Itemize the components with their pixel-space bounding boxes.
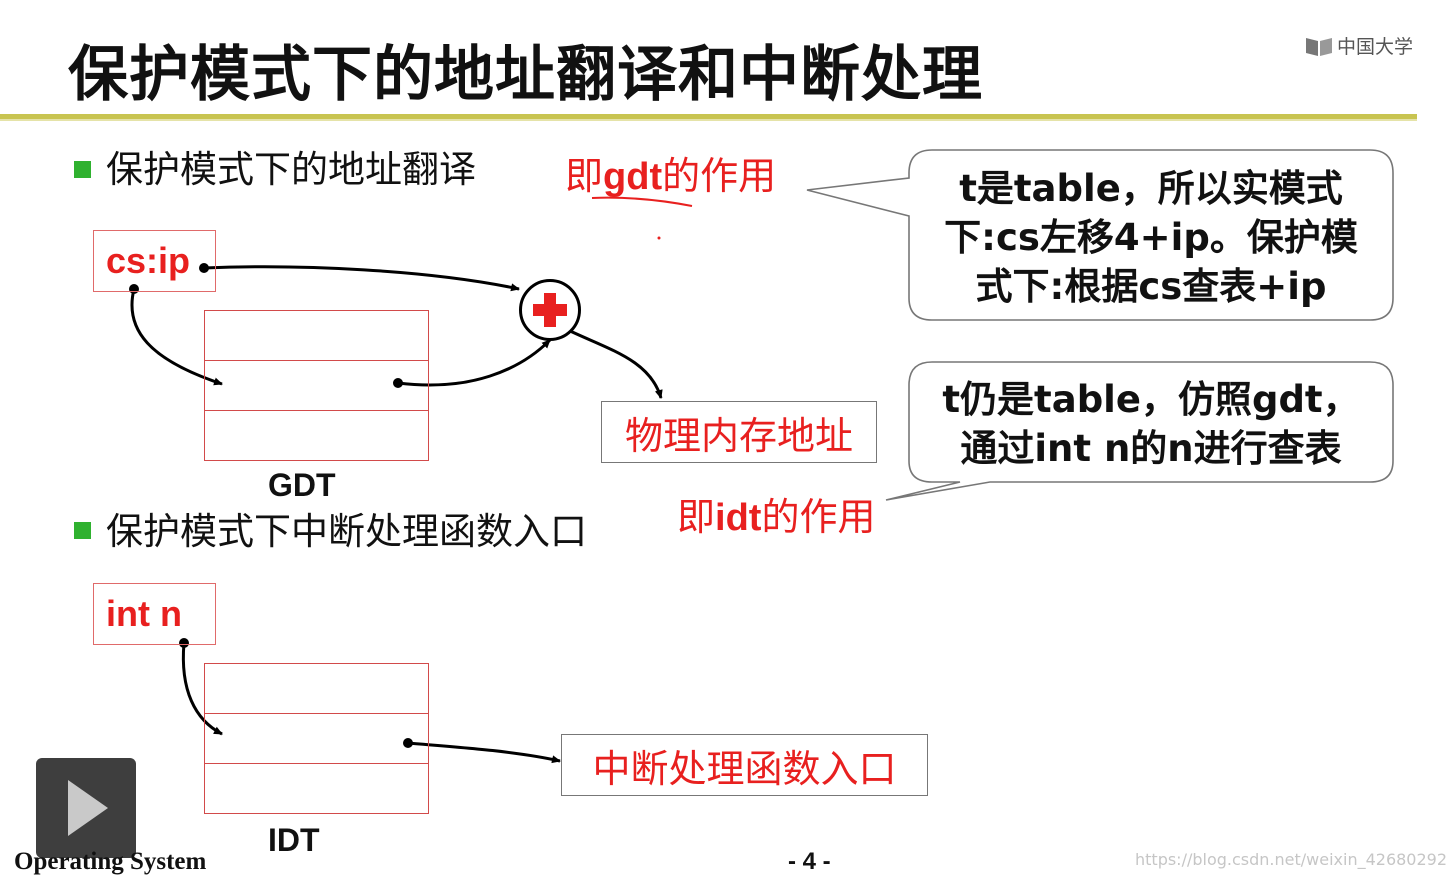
watermark: https://blog.csdn.net/weixin_42680292 [1135,850,1447,869]
idt-row [205,764,428,814]
gdt-annotation-term: gdt [603,156,663,198]
gdt-row [205,411,428,461]
idt-to-handler-arrow [407,741,561,764]
callout1-text: t是table，所以实模式 下:cs左移4+ip。保护模 式下:根据cs查表+i… [909,164,1393,311]
plus-circle-icon [519,279,581,341]
title-rule-shadow [0,119,1417,121]
gdt-row [205,311,428,361]
interrupt-handler-box: 中断处理函数入口 [561,734,928,796]
callout1-line: t是table，所以实模式 [959,167,1343,210]
int-n-label: int n [106,593,182,634]
gdt-underline [591,196,693,207]
gdt-table [204,310,429,461]
play-button[interactable] [36,758,136,858]
gdt-to-plus-arrow [397,338,552,387]
callout2-line: t仍是table，仿照gdt， [942,378,1360,421]
physical-address-box: 物理内存地址 [601,401,877,463]
cs-to-gdt-arrow [130,288,223,386]
logo-text: 中国大学 [1337,36,1414,58]
callout1-line: 下:cs左移4+ip。保护模 [944,216,1358,259]
callout2-line: 通过int n的n进行查表 [960,427,1342,470]
idt-row [205,714,428,764]
diagram-connectors [129,149,1394,764]
csip-to-plus-arrow [203,265,520,292]
intn-to-idt-arrow [181,642,223,736]
callout2-text: t仍是table，仿照gdt， 通过int n的n进行查表 [909,375,1393,473]
idt-annotation-suffix: 的作用 [761,495,876,539]
csip-box: cs:ip [93,230,216,292]
interrupt-handler-label: 中断处理函数入口 [592,746,897,791]
callout2-bubble [885,361,1394,501]
gdt-annotation-prefix: 即 [565,154,604,198]
callout1-line: 式下:根据cs查表+ip [975,265,1327,308]
play-icon [68,780,108,836]
logo-icon [1306,37,1332,56]
section1-heading: 保护模式下的地址翻译 [106,148,476,191]
physical-address-label: 物理内存地址 [624,413,853,458]
idt-annotation-prefix: 即 [677,495,716,539]
plus-to-phys-arrow [567,328,663,399]
section2-bullet [74,522,91,539]
gdt-table-label: GDT [268,467,336,503]
csip-label: cs:ip [106,240,191,281]
gdt-annotation: 即gdt的作用 [565,145,776,200]
callout1-bubble [806,149,1394,321]
stray-dot [657,236,661,240]
section2-heading: 保护模式下中断处理函数入口 [106,510,587,553]
idt-row [205,664,428,714]
int-n-box: int n [93,583,216,645]
footer-course: Operating System [14,848,207,875]
gdt-row [205,361,428,411]
section1-bullet [74,161,91,178]
logo: 中国大学 [1305,32,1413,59]
idt-table [204,663,429,814]
slide-title: 保护模式下的地址翻译和中断处理 [68,40,983,110]
idt-table-label: IDT [268,822,320,858]
idt-annotation-term: idt [715,497,762,539]
page-number: - 4 - [788,848,831,875]
gdt-annotation-suffix: 的作用 [662,154,777,198]
idt-annotation: 即idt的作用 [677,486,875,541]
title-rule [0,114,1417,119]
